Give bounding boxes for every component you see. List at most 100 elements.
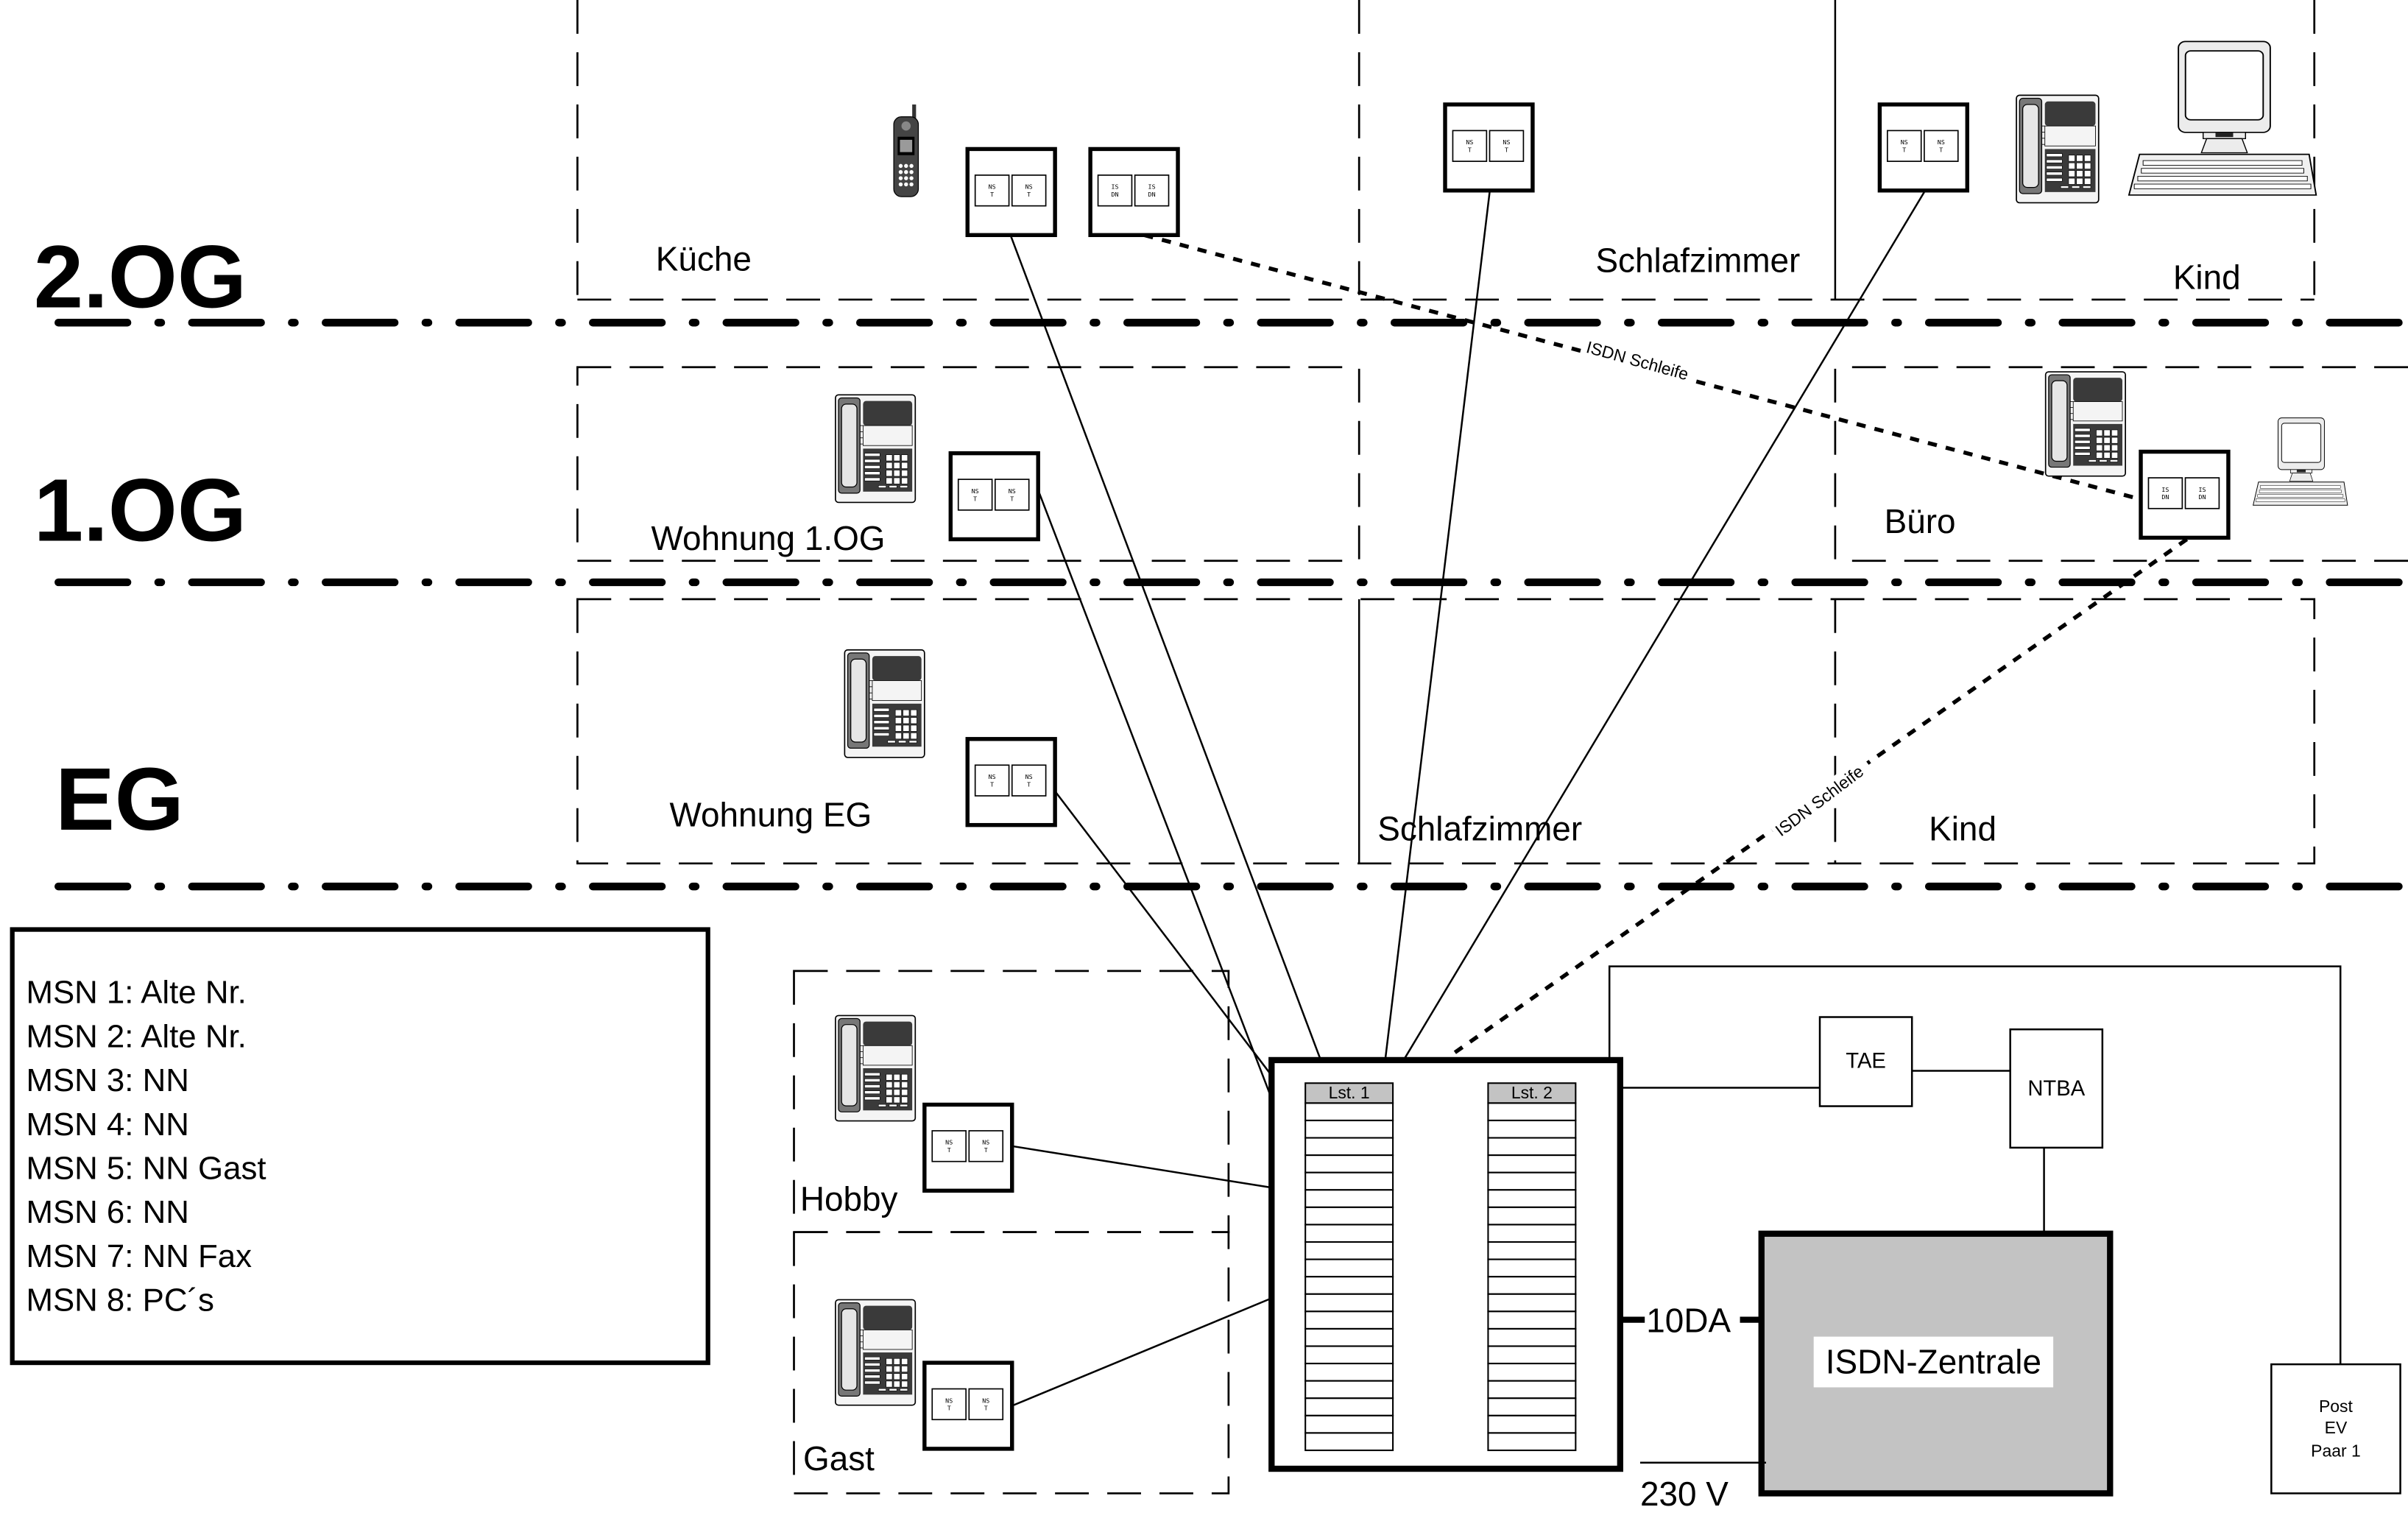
socket-port-label: NS [982, 1139, 989, 1146]
terminal-row [1487, 1154, 1577, 1174]
socket-port-label: T [990, 191, 994, 198]
terminal-row [1487, 1189, 1577, 1208]
terminal-row [1304, 1189, 1394, 1208]
room-label-kind-2og: Kind [2173, 258, 2241, 296]
socket-port-label: IS [2198, 486, 2206, 493]
room-label-wohnung-1og: Wohnung 1.OG [652, 519, 886, 557]
post-ev-line-3: Paar 1 [2311, 1441, 2361, 1460]
wire-gast [1011, 1297, 1272, 1407]
socket-port-label: IS [1111, 183, 1118, 191]
mobile-phone-icon [893, 103, 919, 198]
terminal-row [1304, 1293, 1394, 1313]
terminal-row [1487, 1310, 1577, 1330]
terminal-row [1487, 1380, 1577, 1400]
desk-phone-icon [2015, 94, 2100, 204]
terminal-row [1304, 1119, 1394, 1139]
msn-legend-item: MSN 6: NN [26, 1194, 188, 1230]
terminal-row [1487, 1102, 1577, 1121]
power-230v-label: 230 V [1640, 1475, 1729, 1513]
msn-legend-item: MSN 4: NN [26, 1107, 188, 1143]
terminal-row [1304, 1397, 1394, 1416]
socket-port-label: T [947, 1405, 951, 1412]
socket-port-label: NS [989, 773, 996, 780]
terminal-row [1304, 1258, 1394, 1278]
strip-2-label: Lst. 2 [1511, 1083, 1553, 1102]
socket-port-label: NS [1503, 138, 1510, 146]
terminal-row [1487, 1345, 1577, 1365]
terminal-row [1304, 1137, 1394, 1157]
desk-phone-icon [2044, 370, 2127, 477]
socket-port-label: DN [1148, 191, 1156, 198]
terminal-row [1304, 1241, 1394, 1260]
wire-wohnung-eg [1054, 790, 1273, 1076]
terminal-row [1487, 1241, 1577, 1260]
msn-legend-item: MSN 3: NN [26, 1062, 188, 1098]
msn-legend: MSN 1: Alte Nr. MSN 2: Alte Nr. MSN 3: NN M… [10, 927, 710, 1366]
terminal-row [1304, 1310, 1394, 1330]
equipment: TAE NTBA ISDN-Zentrale 10DA 230 V Post E… [1608, 965, 2401, 1513]
socket-port-label: DN [2198, 493, 2206, 501]
desk-phone-icon [834, 394, 917, 504]
terminal-row [1487, 1432, 1577, 1452]
terminal-row [1487, 1119, 1577, 1139]
terminal-row [1304, 1154, 1394, 1174]
socket-port-label: T [973, 495, 977, 502]
strip-1-label: Lst. 1 [1329, 1083, 1370, 1102]
room-label-wohnung-eg: Wohnung EG [670, 796, 872, 834]
terminal-row [1304, 1327, 1394, 1347]
socket-port-label: NS [1466, 138, 1473, 146]
wire-wohnung-1og [1037, 490, 1273, 1099]
wire-hobby [1011, 1145, 1272, 1189]
tae-box [1818, 1016, 1913, 1107]
isdn-loop-kueche-buero [1143, 233, 2142, 501]
socket-port-label: NS [1025, 773, 1033, 780]
cable-10da-label: 10DA [1646, 1301, 1731, 1339]
post-ev-box [2270, 1363, 2401, 1494]
terminal-row [1487, 1224, 1577, 1243]
msn-legend-item: MSN 8: PC´s [26, 1282, 213, 1319]
socket-port-label: T [1010, 495, 1014, 502]
desk-phone-icon [844, 649, 925, 758]
ntba-box [2009, 1028, 2104, 1149]
post-ev-line-1: Post [2319, 1397, 2354, 1416]
socket-port-label: T [990, 780, 994, 788]
socket-port-label: T [1027, 191, 1031, 198]
socket-port-label: NS [1009, 487, 1016, 495]
msn-legend-item: MSN 1: Alte Nr. [26, 975, 246, 1011]
isdn-loop-label-lower: ISDN Schleife [1772, 761, 1868, 840]
terminal-row [1487, 1206, 1577, 1226]
socket-port-label: NS [989, 183, 996, 191]
terminal-row [1487, 1276, 1577, 1295]
socket-port-label: T [1902, 147, 1906, 154]
socket-port-label: T [984, 1405, 988, 1412]
desk-phone-icon [834, 1299, 917, 1406]
wire-kind-2og [1402, 191, 1925, 1061]
terminal-row [1487, 1363, 1577, 1382]
socket-port-label: NS [945, 1397, 953, 1404]
terminal-strip-1 [1304, 1082, 1394, 1452]
socket-port-label: T [1939, 147, 1943, 154]
socket-port-label: NS [972, 487, 979, 495]
socket-port-label: IS [1148, 183, 1156, 191]
desktop-pc-icon [2253, 417, 2348, 506]
msn-legend-item: MSN 2: Alte Nr. [26, 1018, 246, 1054]
desk-phone-icon [834, 1014, 917, 1122]
socket-port-label: IS [2161, 486, 2169, 493]
room-label-schlafzimmer-2og: Schlafzimmer [1595, 241, 1800, 279]
terminal-row [1304, 1345, 1394, 1365]
socket-port-label: NS [945, 1139, 953, 1146]
tae-label: TAE [1846, 1049, 1886, 1073]
terminal-row [1487, 1293, 1577, 1313]
socket-port-label: NS [1901, 138, 1908, 146]
msn-legend-item: MSN 7: NN Fax [26, 1238, 252, 1274]
room-label-buero: Büro [1885, 502, 1956, 540]
wires [1009, 191, 1925, 1407]
socket-port-label: T [947, 1146, 951, 1154]
